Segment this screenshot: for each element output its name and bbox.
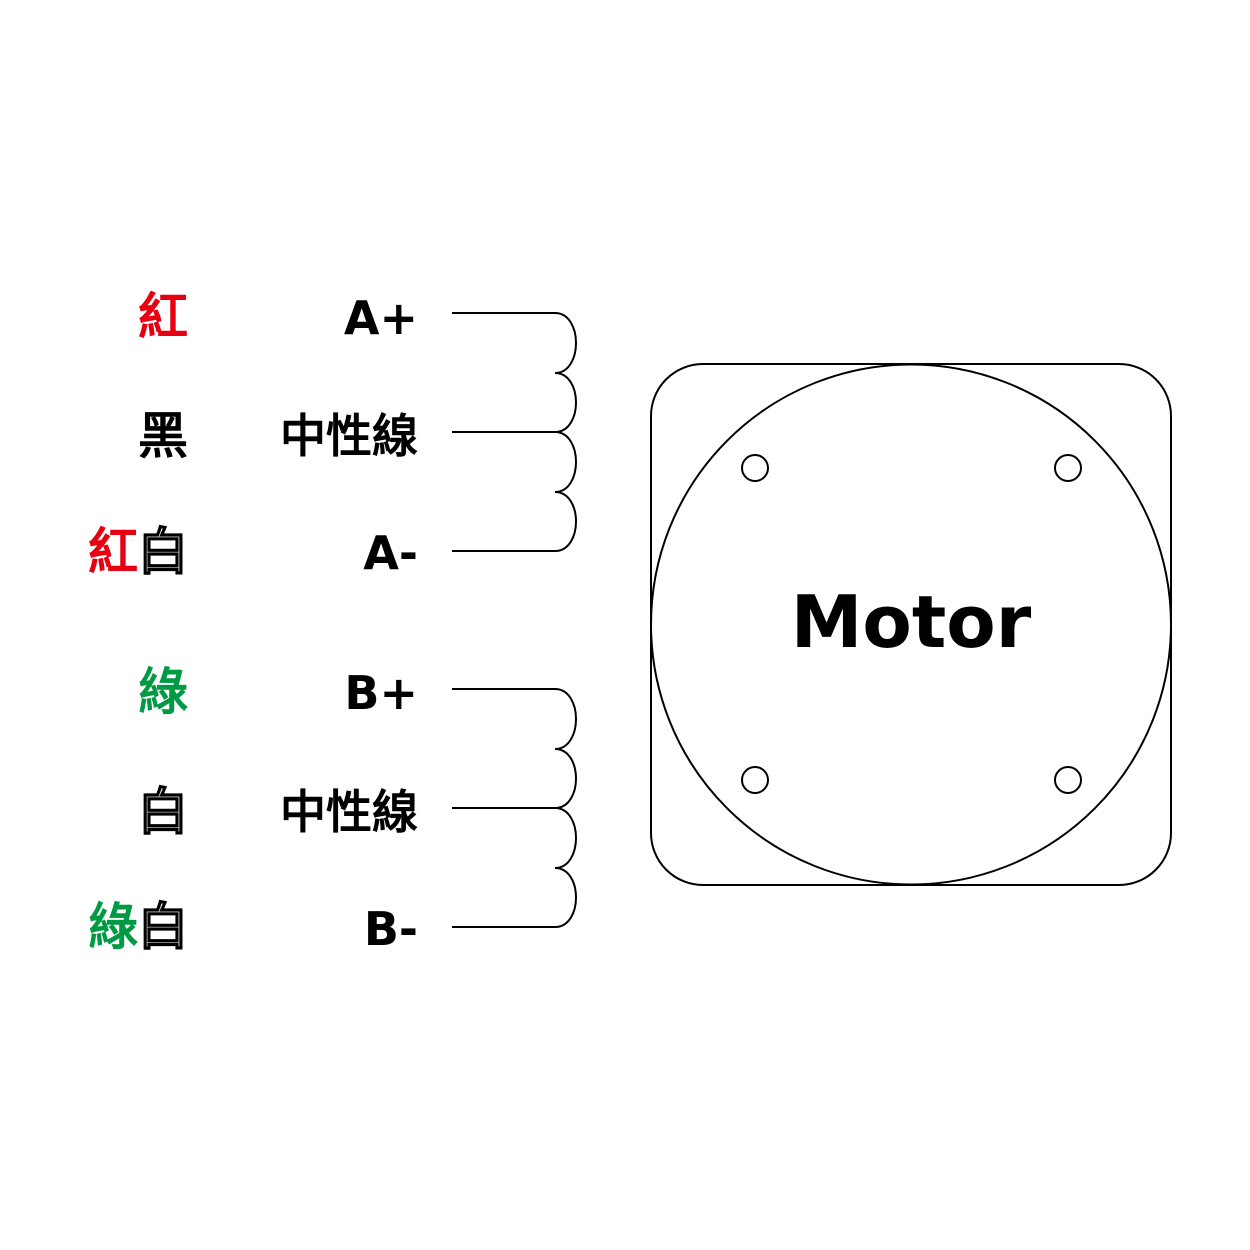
wire-color-label-a-minus: 紅白 xyxy=(88,523,188,581)
motor-label: Motor xyxy=(791,580,1032,664)
phase-a-group: 紅 A+ 黑 中性線 紅白 A- xyxy=(88,288,577,582)
signal-label-a-minus: A- xyxy=(363,526,418,580)
phase-b-group: 綠 B+ 白 中性線 綠白 B- xyxy=(88,663,577,957)
wire-color-char-outline: 白 xyxy=(138,898,188,956)
wire-color-char: 紅 xyxy=(138,288,188,346)
signal-label-b-plus: B+ xyxy=(344,666,418,720)
mounting-hole-bottom-left xyxy=(741,766,769,794)
wire-color-label-b-plus: 綠 xyxy=(138,663,188,721)
mounting-hole-top-right xyxy=(1054,454,1082,482)
signal-label-b-neutral: 中性線 xyxy=(280,785,418,839)
mounting-hole-bottom-right xyxy=(1054,766,1082,794)
wire-color-label-b-neutral: 白 xyxy=(138,783,188,841)
wire-color-label-a-neutral: 黑 xyxy=(138,407,188,465)
signal-label-b-minus: B- xyxy=(364,902,418,956)
motor-housing-circle xyxy=(650,363,1172,886)
wire-color-char: 紅 xyxy=(88,523,138,581)
motor: Motor xyxy=(650,363,1172,886)
coil-a-winding xyxy=(554,312,577,552)
mounting-hole-top-left xyxy=(741,454,769,482)
wire-color-label-b-minus: 綠白 xyxy=(88,898,188,956)
signal-label-a-neutral: 中性線 xyxy=(280,409,418,463)
coil-b-winding xyxy=(554,688,577,928)
signal-label-a-plus: A+ xyxy=(344,291,418,345)
wire-color-char: 黑 xyxy=(138,407,188,465)
wire-color-char-outline: 白 xyxy=(138,783,188,841)
wire-color-char: 綠 xyxy=(138,663,188,721)
wire-color-char: 綠 xyxy=(88,898,138,956)
wire-color-label-a-plus: 紅 xyxy=(138,288,188,346)
wire-color-char-outline: 白 xyxy=(138,523,188,581)
